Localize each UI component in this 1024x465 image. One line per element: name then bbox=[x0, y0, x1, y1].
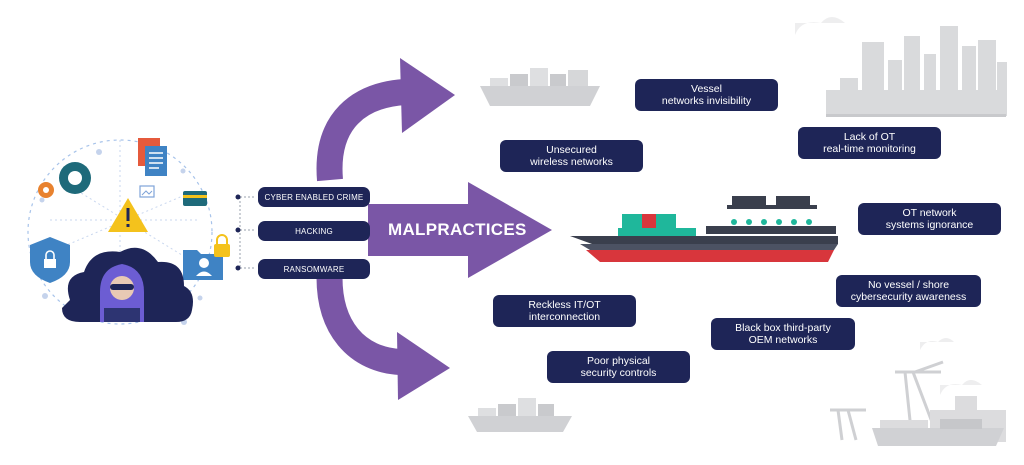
folder-user-icon bbox=[183, 250, 223, 280]
arrow-up-icon bbox=[316, 58, 455, 182]
malpractice-box-ot-network-ignorance: OT network systems ignorance bbox=[858, 203, 1001, 235]
cargo-ship-gray-icon-bottom bbox=[468, 398, 572, 432]
malpractice-line: Reckless IT/OT bbox=[528, 299, 601, 311]
malpractices-label: MALPRACTICES bbox=[388, 220, 527, 239]
cargo-ship-gray-icon-right bbox=[872, 419, 1004, 446]
credit-card-icon bbox=[183, 191, 207, 206]
hacker-icon bbox=[62, 247, 193, 322]
warning-icon bbox=[108, 198, 148, 232]
malpractice-line: security controls bbox=[580, 367, 657, 379]
arrow-right-icon bbox=[368, 182, 552, 278]
malpractice-line: real-time monitoring bbox=[823, 143, 916, 155]
connector-lines bbox=[235, 194, 256, 271]
port-crane-icon bbox=[830, 360, 944, 441]
malpractice-line: Vessel bbox=[691, 83, 722, 95]
shield-lock-icon bbox=[30, 237, 70, 283]
malpractice-line: systems ignorance bbox=[885, 219, 974, 231]
gear-icon bbox=[38, 162, 91, 198]
threat-label-ransomware: RANSOMWARE bbox=[258, 259, 370, 279]
malpractice-box-unsecured-wireless: Unsecured wireless networks bbox=[500, 140, 643, 172]
cargo-ship-main-icon bbox=[570, 196, 838, 262]
padlock-icon bbox=[214, 234, 230, 257]
malpractice-line: Lack of OT bbox=[843, 131, 896, 143]
malpractice-box-cybersecurity-awareness: No vessel / shore cybersecurity awarenes… bbox=[836, 275, 981, 307]
city-skyline-icon bbox=[826, 26, 1007, 117]
malpractice-line: networks invisibility bbox=[661, 95, 752, 107]
malpractice-line: OT network bbox=[902, 207, 957, 219]
image-icon bbox=[139, 185, 155, 198]
malpractice-box-black-box-oem: Black box third-party OEM networks bbox=[711, 318, 855, 350]
malpractice-box-reckless-it-ot: Reckless IT/OT interconnection bbox=[493, 295, 636, 327]
cargo-ship-gray-icon-top bbox=[480, 68, 600, 106]
malpractice-box-poor-physical-security: Poor physical security controls bbox=[547, 351, 690, 383]
cloud-icon bbox=[795, 17, 982, 395]
malpractice-line: Poor physical bbox=[586, 355, 651, 367]
malpractice-line: Black box third-party bbox=[735, 322, 831, 334]
malpractice-line: wireless networks bbox=[530, 156, 613, 168]
arrow-down-icon bbox=[316, 264, 450, 400]
threat-label-hacking: HACKING bbox=[258, 221, 370, 241]
malpractice-line: OEM networks bbox=[748, 334, 818, 346]
malpractice-line: cybersecurity awareness bbox=[850, 291, 967, 303]
malpractice-line: Unsecured bbox=[546, 144, 597, 156]
malpractice-line: No vessel / shore bbox=[867, 279, 950, 291]
threat-label-cyber-enabled-crime: CYBER ENABLED CRIME bbox=[258, 187, 370, 207]
malpractice-box-vessel-networks: Vessel networks invisibility bbox=[635, 79, 778, 111]
malpractice-line: interconnection bbox=[528, 311, 601, 323]
malpractice-box-lack-of-ot-monitoring: Lack of OT real-time monitoring bbox=[798, 127, 941, 159]
document-icon bbox=[138, 138, 167, 176]
